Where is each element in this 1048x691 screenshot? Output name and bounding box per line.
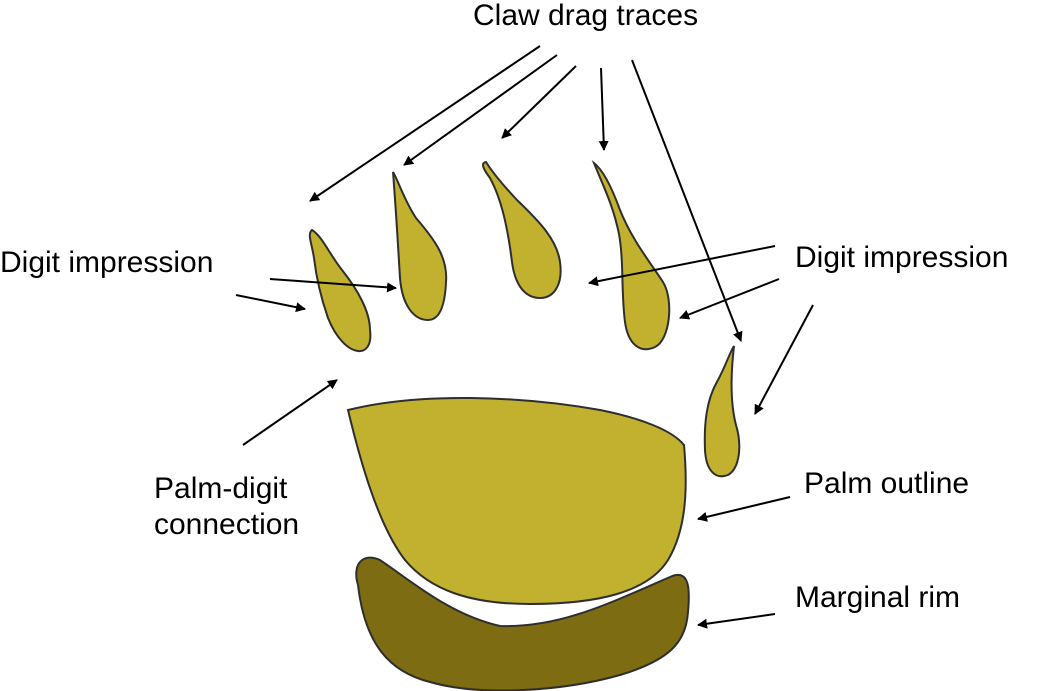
digit-left-arrow-2 <box>269 278 397 293</box>
claw-drag-arrows <box>309 45 743 342</box>
label-claw-drag-traces: Claw drag traces <box>473 0 699 32</box>
label-digit-impression-right: Digit impression <box>795 241 1009 274</box>
claw-arrow-2 <box>403 54 558 166</box>
label-palm-digit-connection-line2: connection <box>154 508 300 541</box>
palm-outline-shape <box>346 397 687 606</box>
palm-outline-arrow <box>697 496 791 522</box>
digit-impression-3 <box>482 160 562 300</box>
digit-impression-left-arrows <box>235 278 397 313</box>
digit-right-arrow-2 <box>679 278 780 320</box>
digit-impression-5 <box>703 345 741 478</box>
digit-impression-right-arrows <box>588 245 814 415</box>
palm-digit-arrow <box>242 379 338 446</box>
claw-arrow-3 <box>501 65 577 139</box>
marginal-rim-shape <box>355 556 690 691</box>
label-digit-impression-left: Digit impression <box>0 246 214 279</box>
claw-arrow-4 <box>598 67 609 151</box>
digit-impression-4 <box>591 159 671 351</box>
marginal-rim-arrow <box>697 613 776 629</box>
digit-impression-2 <box>392 171 448 322</box>
label-palm-digit-connection: Palm-digit connection <box>154 471 299 543</box>
claw-arrow-5 <box>631 59 743 342</box>
digit-right-arrow-1 <box>588 245 776 287</box>
digit-impression-1 <box>308 228 372 353</box>
claw-arrow-1 <box>309 45 541 202</box>
label-palm-outline: Palm outline <box>804 467 970 500</box>
digit-right-arrow-3 <box>754 304 814 415</box>
label-palm-digit-connection-line1: Palm-digit <box>154 472 288 505</box>
digit-left-arrow-1 <box>235 294 306 313</box>
label-marginal-rim: Marginal rim <box>795 581 961 614</box>
